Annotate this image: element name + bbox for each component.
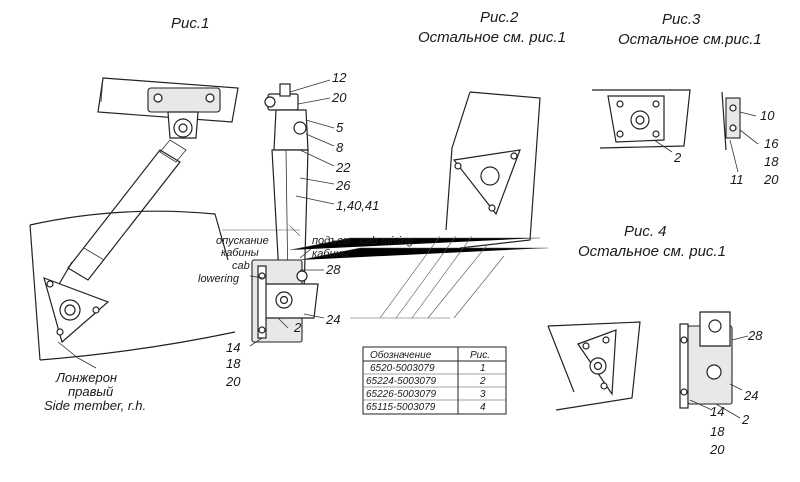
callout-18: 18 xyxy=(226,356,241,371)
fig1-title: Рис.1 xyxy=(171,15,209,32)
fig2-title: Рис.2 xyxy=(480,9,519,26)
fig3-callout-16: 16 xyxy=(764,136,779,151)
fig4-callout-24: 24 xyxy=(743,388,758,403)
table-cell: 65224-5003079 xyxy=(366,376,437,387)
callout-26: 26 xyxy=(335,178,351,193)
center-leaders xyxy=(249,79,335,347)
designation-table: Обозначение Рис. 6520-5003079 1 65224-50… xyxy=(362,346,507,415)
callout-28: 28 xyxy=(325,262,341,277)
callout-12: 12 xyxy=(332,70,347,85)
fig2-note: Остальное см. рис.1 xyxy=(418,29,566,46)
linkage-lines xyxy=(289,235,548,319)
table-header-designation: Обозначение xyxy=(370,349,432,361)
callout-1-40-41: 1,40,41 xyxy=(336,198,379,213)
fig4-callout-18: 18 xyxy=(710,424,725,439)
fig1-center-cylinder xyxy=(222,83,319,343)
table-cell: 6520-5003079 xyxy=(370,363,435,374)
callout-8: 8 xyxy=(336,140,344,155)
lowering-label-ru1: опускание xyxy=(216,235,269,247)
fig1-assembly: Лонжерон правый Side member, r.h. xyxy=(29,77,239,413)
fig3-assembly xyxy=(592,89,759,173)
fig4-callout-2: 2 xyxy=(741,412,750,427)
lowering-label-en1: cab xyxy=(232,260,250,272)
fig3-title: Рис.3 xyxy=(662,11,701,28)
fig3-note: Остальное см.рис.1 xyxy=(618,31,762,48)
raising-label-ru: подъем xyxy=(312,235,351,247)
lowering-label-ru2: кабины xyxy=(221,247,259,259)
table-cell: 2 xyxy=(479,376,486,387)
side-member-label-ru1: Лонжерон xyxy=(55,370,117,385)
fig4-note: Остальное см. рис.1 xyxy=(578,243,726,260)
raising-label-en: cab raising xyxy=(360,235,414,247)
table-cell: 1 xyxy=(480,363,486,374)
callout-2: 2 xyxy=(293,320,302,335)
fig3-callout-2: 2 xyxy=(673,150,682,165)
table-cell: 65115-5003079 xyxy=(366,402,436,413)
table-cell: 3 xyxy=(480,389,486,400)
lowering-label-en2: lowering xyxy=(198,273,240,285)
table-cell: 65226-5003079 xyxy=(366,389,437,400)
fig4-callout-14: 14 xyxy=(710,404,724,419)
fig3-callout-11: 11 xyxy=(730,172,744,187)
fig4-callout-20: 20 xyxy=(709,442,725,457)
table-cell: 4 xyxy=(480,402,486,413)
callout-5: 5 xyxy=(336,120,344,135)
fig4-assembly xyxy=(547,311,749,419)
callout-20-bottom: 20 xyxy=(225,374,241,389)
callout-14: 14 xyxy=(226,340,240,355)
callout-24: 24 xyxy=(325,312,340,327)
side-member-label-en: Side member, r.h. xyxy=(44,398,146,413)
fig4-callout-28: 28 xyxy=(747,328,763,343)
callout-22: 22 xyxy=(335,160,351,175)
raising-label-ru2: кабины xyxy=(312,248,350,260)
fig4-title: Рис. 4 xyxy=(624,223,667,240)
fig2-assembly xyxy=(445,91,541,249)
fig3-callout-20: 20 xyxy=(763,172,779,187)
fig3-callout-18: 18 xyxy=(764,154,779,169)
fig3-callout-10: 10 xyxy=(760,108,775,123)
callout-20-top: 20 xyxy=(331,90,347,105)
side-member-label-ru2: правый xyxy=(68,384,113,399)
table-header-figure: Рис. xyxy=(470,350,490,361)
